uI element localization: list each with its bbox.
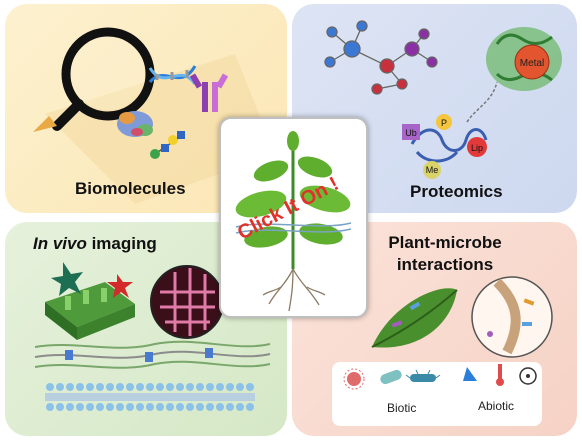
virus-icon	[343, 368, 365, 390]
magnifier-icon	[33, 27, 155, 132]
metalloprotein-icon: Metal	[486, 27, 562, 91]
proteomics-title: Proteomics	[410, 182, 503, 201]
dna-icon	[148, 65, 197, 85]
ub-label: Ub	[405, 128, 417, 138]
protein-structure-icon	[117, 111, 153, 137]
me-label: Me	[426, 165, 439, 175]
in-vivo-italic: In vivo	[33, 234, 87, 253]
in-vivo-rest: imaging	[86, 234, 157, 253]
microscopy-image-icon	[150, 265, 224, 339]
in-vivo-title: In vivo imaging	[33, 234, 157, 254]
in-vivo-illustration	[34, 262, 271, 411]
abiotic-label: Abiotic	[478, 399, 514, 413]
plant-microbe-line2: interactions	[396, 255, 494, 274]
chloroplast-icon	[45, 262, 135, 340]
metal-label: Metal	[520, 58, 544, 69]
biohazard-icon	[519, 367, 537, 385]
click-it-on-card[interactable]: Click It On !	[219, 117, 368, 318]
biomolecules-title: Biomolecules	[75, 179, 186, 198]
lip-label: Lip	[471, 143, 483, 153]
glycan-icon	[150, 131, 185, 159]
plant-microbe-line1: Plant-microbe	[388, 233, 502, 252]
plant-microbe-title: Plant-microbe interactions	[370, 232, 520, 276]
soil-line	[235, 222, 352, 234]
stress-box	[332, 362, 542, 426]
biotic-label: Biotic	[387, 401, 416, 415]
bacterium-icon	[380, 369, 402, 385]
plant-microbe-illustration: Biotic Abiotic	[332, 276, 553, 426]
biomolecules-panel[interactable]: Biomolecules	[5, 4, 287, 213]
root-closeup-icon	[471, 276, 553, 358]
temperature-icon	[496, 364, 504, 386]
proteomics-illustration: Metal Ub P Lip Me	[324, 20, 562, 179]
p-label: P	[441, 118, 447, 128]
leaf-icon	[371, 288, 458, 348]
ptm-protein-icon: Ub P Lip Me	[402, 81, 498, 179]
plant-icon	[235, 131, 351, 269]
fungus-icon	[405, 369, 441, 382]
plant-illustration: Click It On !	[234, 131, 352, 312]
biomolecules-illustration	[33, 27, 275, 204]
drought-icon	[463, 367, 477, 381]
membrane-icon	[34, 340, 271, 411]
protein-network-icon	[324, 20, 438, 95]
roots-icon	[262, 268, 326, 312]
antibody-icon	[189, 73, 229, 112]
